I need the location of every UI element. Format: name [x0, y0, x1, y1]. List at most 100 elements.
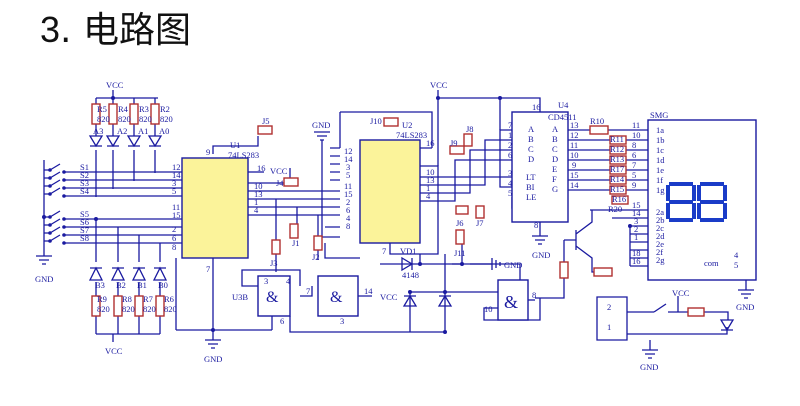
u1-pin-8: 8 [172, 242, 176, 252]
resistor-r6 [155, 295, 165, 317]
label-r2: R2 [160, 104, 170, 114]
u1-pin-9: 9 [206, 147, 210, 157]
label-4148: 4148 [402, 270, 419, 280]
label-r13: R13 [610, 154, 624, 164]
relay-switch [653, 303, 667, 313]
u3-pin-14: 14 [364, 286, 373, 296]
u2-pin-12: 12 [344, 146, 353, 156]
u4-pin-1: 1 [508, 130, 512, 140]
display-1a: 1a [656, 125, 664, 135]
heading-number: 3 [40, 9, 61, 50]
u1-pin-15: 15 [172, 210, 181, 220]
resistor-base [593, 267, 613, 277]
u4-out-e: E [552, 164, 557, 174]
label-s2: S2 [80, 170, 89, 180]
relay-pin-2: 2 [607, 302, 611, 312]
jumper-j10 [383, 117, 399, 127]
u3b-pin-3: 3 [264, 276, 268, 286]
diode-lower-2 [437, 294, 453, 307]
gnd-label-u4: GND [532, 250, 550, 260]
label-r5: R5 [97, 104, 107, 114]
display-1g: 1g [656, 185, 665, 195]
u4-pin-9: 9 [572, 160, 576, 170]
resistor-r16 [611, 195, 629, 205]
u4-pin-13: 13 [570, 120, 579, 130]
display-2e: 2e [656, 239, 664, 249]
u4-in-d: D [528, 154, 534, 164]
jumper-j2 [313, 235, 323, 251]
u1-pin-1: 1 [254, 197, 258, 207]
label-j11: J11 [454, 248, 466, 258]
label-s4: S4 [80, 186, 90, 196]
display-2c: 2c [656, 223, 664, 233]
display-pin-16: 16 [632, 256, 641, 266]
display-pin-11: 11 [632, 120, 640, 130]
label-r7: R7 [143, 294, 153, 304]
label-j5: J5 [262, 116, 270, 126]
label-r3: R3 [139, 104, 149, 114]
display-pin-4: 4 [734, 250, 739, 260]
ground-symbols [36, 131, 754, 359]
display-pin-6: 6 [632, 150, 636, 160]
u4-pin-5: 5 [508, 188, 512, 198]
label-s7: S7 [80, 225, 89, 235]
u4-in-lt: LT [526, 172, 536, 182]
page-heading: 3. 电路图 [40, 6, 191, 54]
jumper-j9 [449, 145, 465, 155]
nand-symbol: & [504, 292, 518, 312]
diode-lower-1 [402, 294, 418, 307]
u4-ref: U4 [558, 100, 569, 110]
label-r5-value: 820 [97, 114, 110, 124]
switch-bank-a [48, 163, 80, 198]
resistor-r5 [91, 103, 101, 125]
label-j2: J2 [312, 252, 320, 262]
jumper-j5 [257, 125, 273, 135]
display-ref: SMG [650, 110, 668, 120]
display-pin-15: 15 [632, 200, 641, 210]
heading-title: 电路图 [82, 10, 191, 51]
led-a1 [126, 135, 142, 148]
u1-pin-13: 13 [254, 189, 263, 199]
heading-dot: . [60, 10, 72, 51]
u4-pin-3: 3 [508, 168, 512, 178]
diode-vd1 [401, 256, 414, 272]
u4-pin-8: 8 [534, 220, 538, 230]
u4-in-c: C [528, 144, 534, 154]
u4-pin-12: 12 [570, 130, 579, 140]
gnd-label-u2: GND [312, 120, 330, 130]
jumper-j7 [475, 205, 485, 219]
u4-pin-15: 15 [570, 170, 579, 180]
chip-u2 [359, 139, 421, 244]
vcc-label-top: VCC [106, 80, 124, 90]
u2-pin-16: 16 [426, 138, 435, 148]
jumper-j6 [455, 205, 469, 215]
label-s3: S3 [80, 178, 89, 188]
vcc-label-relay: VCC [672, 288, 690, 298]
label-a1: A1 [138, 126, 148, 136]
gate-u3-second [317, 275, 359, 317]
resistor-r9 [91, 295, 101, 317]
u4-pin-2: 2 [508, 140, 512, 150]
label-r11: R11 [610, 134, 624, 144]
label-r3-value: 820 [139, 114, 152, 124]
resistor-r3 [129, 103, 139, 125]
label-s5: S5 [80, 209, 89, 219]
resistor-r4 [108, 103, 118, 125]
display-pin-14: 14 [632, 208, 641, 218]
u1-pin-12: 12 [172, 162, 181, 172]
u4-out-b: B [552, 134, 558, 144]
switch-bank-b [48, 210, 80, 245]
label-r8: R8 [122, 294, 132, 304]
chip-u4 [511, 111, 569, 223]
u2-pin-13: 13 [426, 175, 435, 185]
u4-out-f: F [552, 174, 557, 184]
led-a2 [105, 135, 121, 148]
label-s1: S1 [80, 162, 89, 172]
u3b-symbol: & [266, 289, 279, 306]
labels: VCC VCC VCC VCC VCC VCC GND GND GND GND … [35, 80, 754, 372]
u2-type: 74LS283 [396, 130, 427, 140]
u1-pin-7: 7 [206, 264, 210, 274]
label-j3: J3 [270, 258, 278, 268]
components [36, 96, 757, 359]
display-pin-10: 10 [632, 130, 641, 140]
